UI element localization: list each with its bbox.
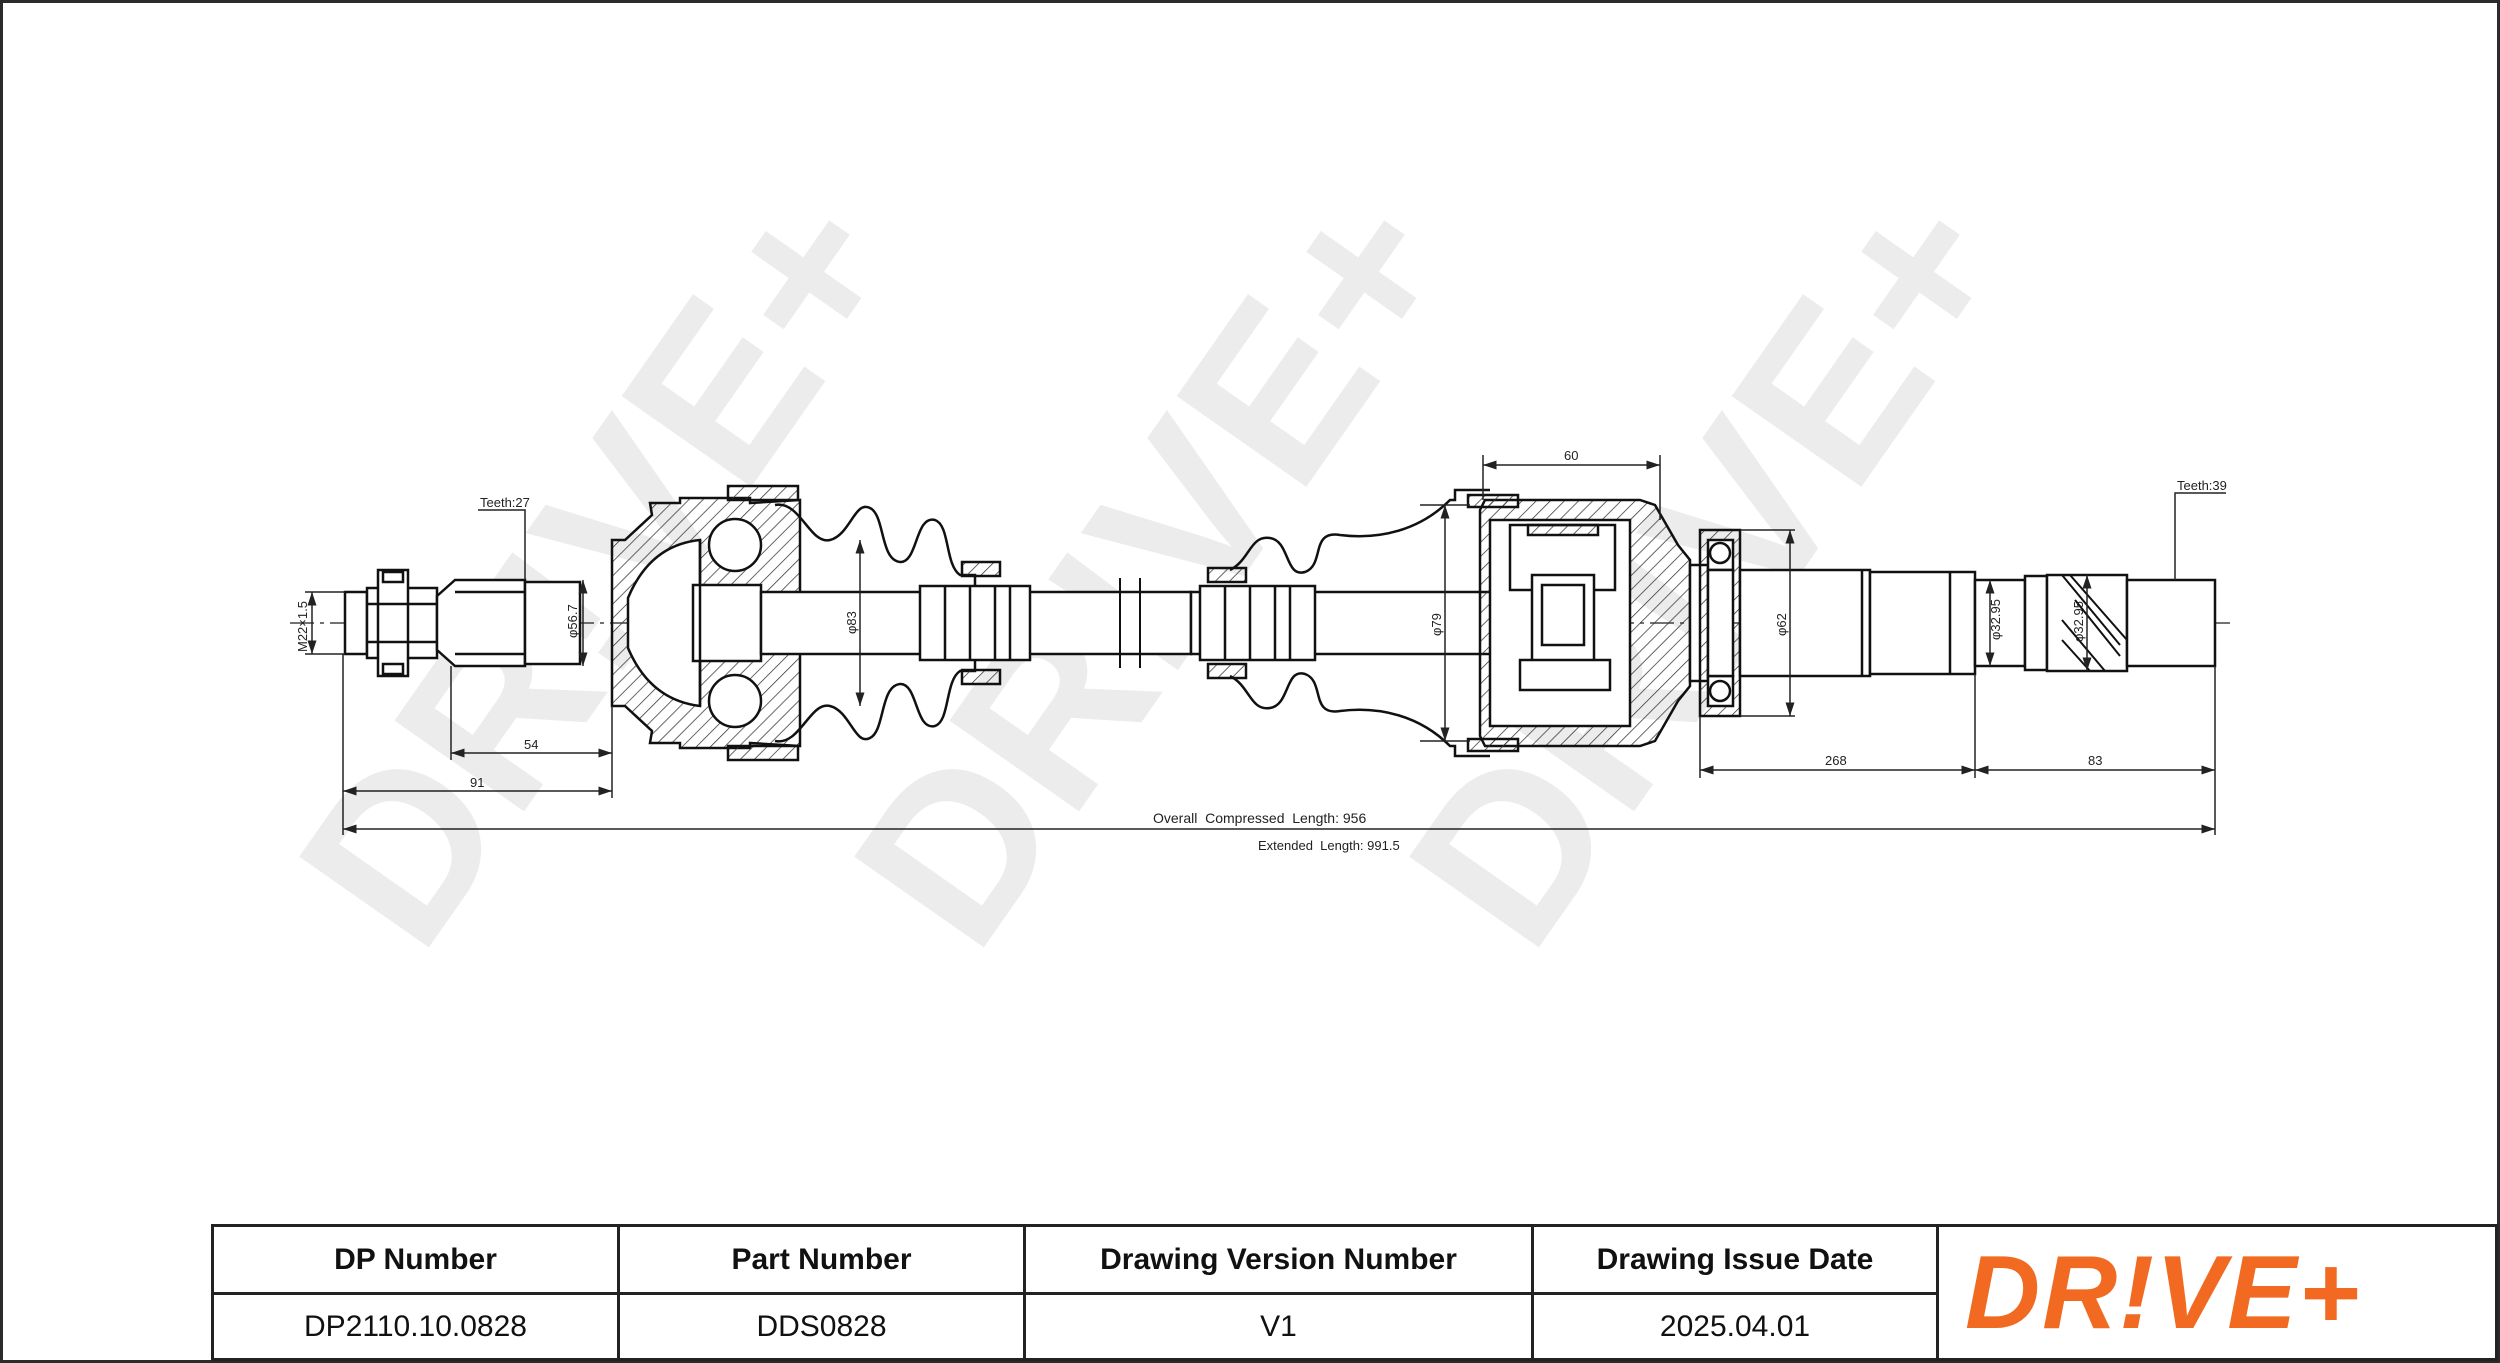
watermark-group: DR!VE+ DR!VE+ DR!VE+: [250, 144, 2058, 988]
value-version: V1: [1026, 1295, 1534, 1361]
dim-54-label: 54: [524, 737, 538, 752]
thread-label: M22×1.5: [295, 601, 310, 652]
dia-56-label: φ56.7: [565, 604, 580, 638]
dia-79-label: φ79: [1429, 613, 1444, 636]
logo-text: DR!VE+: [1965, 1238, 2361, 1348]
dia-32-label-b: φ32.95: [2071, 601, 2086, 642]
drive-logo: DR!VE+: [1965, 1238, 2361, 1348]
dia-83-label: φ83: [844, 611, 859, 634]
dim-268-label: 268: [1825, 753, 1847, 768]
brand-logo: DR!VE+: [1939, 1227, 2498, 1361]
dimension-labels: M22×1.5 Teeth:27 φ56.7 φ83 φ79 60 φ62 φ3…: [295, 448, 2227, 853]
value-dp-number: DP2110.10.0828: [214, 1295, 620, 1361]
dim-60-label: 60: [1564, 448, 1578, 463]
dia-62-label: φ62: [1774, 613, 1789, 636]
title-block: DP Number Part Number Drawing Version Nu…: [211, 1224, 2498, 1361]
value-issue-date: 2025.04.01: [1534, 1295, 1939, 1361]
header-dp-number: DP Number: [214, 1227, 620, 1295]
teeth-left-label: Teeth:27: [480, 495, 530, 510]
dia-32-label: φ32.95: [1988, 599, 2003, 640]
extended-length-label: Extended Length: 991.5: [1258, 838, 1400, 853]
value-part-number: DDS0828: [620, 1295, 1026, 1361]
header-version: Drawing Version Number: [1026, 1227, 1534, 1295]
teeth-right-label: Teeth:39: [2177, 478, 2227, 493]
overall-length-label: Overall Compressed Length: 956: [1153, 810, 1366, 826]
dimension-lines: [305, 455, 2226, 835]
dim-83-label: 83: [2088, 753, 2102, 768]
header-part-number: Part Number: [620, 1227, 1026, 1295]
dim-91-label: 91: [470, 775, 484, 790]
header-issue-date: Drawing Issue Date: [1534, 1227, 1939, 1295]
